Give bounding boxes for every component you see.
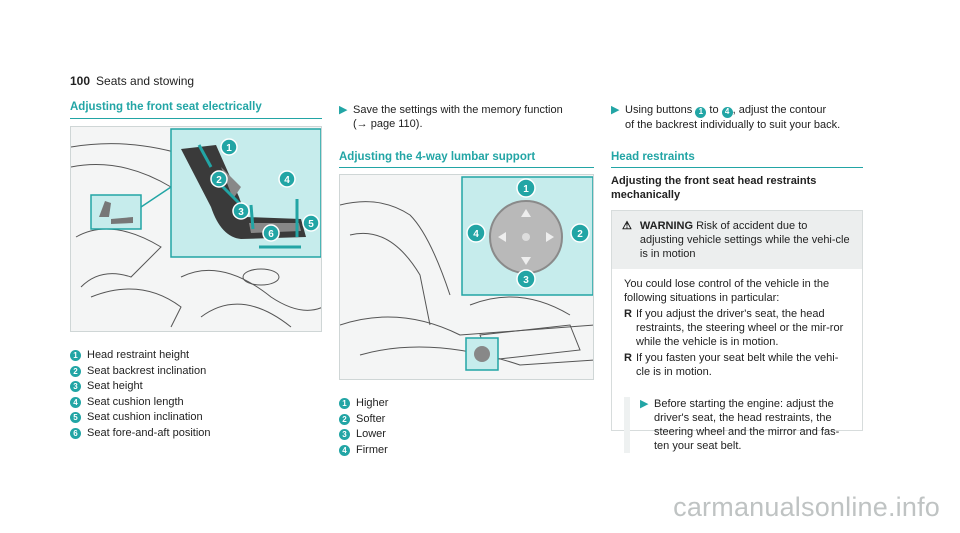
warning-header: ⚠ WARNING Risk of accident due to adjust… <box>612 211 862 269</box>
section-name: Seats and stowing <box>96 74 195 88</box>
memory-step: ▶ Save the settings with the memory func… <box>339 104 563 130</box>
svg-text:6: 6 <box>268 229 274 240</box>
page-header: 100 Seats and stowing <box>70 74 194 88</box>
step-arrow-icon: ▶ <box>339 104 348 116</box>
callout-3: 3 <box>516 269 536 289</box>
title-rule <box>339 167 594 168</box>
callout-4: 4 <box>278 170 296 188</box>
title-rule <box>70 118 322 119</box>
button-ref-4: 4 <box>721 106 733 118</box>
step-arrow-icon: ▶ <box>640 398 649 410</box>
callout-2: 2 <box>570 223 590 243</box>
svg-text:4: 4 <box>284 175 290 186</box>
callout-3: 3 <box>232 202 250 220</box>
warning-body: You could lose control of the vehicle in… <box>612 269 862 461</box>
final-step: ▶ Before starting the engine: adjust the… <box>624 397 852 453</box>
svg-text:1: 1 <box>226 143 232 154</box>
watermark: carmanualsonline.info <box>673 492 940 522</box>
callout-6: 6 <box>262 224 280 242</box>
subsection-title: Adjusting the front seat head restraints… <box>611 175 817 201</box>
svg-text:4: 4 <box>473 229 479 240</box>
section-title-lumbar: Adjusting the 4-way lumbar support <box>339 151 536 163</box>
callout-1: 1 <box>220 138 238 156</box>
warning-label: WARNING <box>639 220 694 232</box>
svg-text:2: 2 <box>216 175 222 186</box>
callout-5: 5 <box>302 214 320 232</box>
button-ref-1: 1 <box>695 106 707 118</box>
seat-adjust-illustration: 1 2 3 4 5 6 <box>71 127 321 331</box>
page-link[interactable]: (→ page 110). <box>353 118 423 130</box>
svg-text:3: 3 <box>523 275 529 286</box>
warning-triangle-icon: ⚠ <box>622 220 632 232</box>
svg-text:5: 5 <box>308 219 314 230</box>
section-title-head-restraints: Head restraints <box>611 151 695 163</box>
section-title-seat-electric: Adjusting the front seat electrically <box>70 101 262 113</box>
step-arrow-icon: ▶ <box>611 104 620 116</box>
lumbar-illustration: 1 2 3 4 <box>340 175 593 379</box>
lumbar-figure: 1 2 3 4 <box>339 174 594 380</box>
svg-text:1: 1 <box>523 184 529 195</box>
title-rule <box>611 167 863 168</box>
svg-text:3: 3 <box>238 207 244 218</box>
contour-step: ▶ Using buttons 1 to 4, adjust the conto… <box>611 104 841 131</box>
callout-4: 4 <box>466 223 486 243</box>
warning-box: ⚠ WARNING Risk of accident due to adjust… <box>611 210 863 453</box>
warning-text: Risk of accident due to adjusting vehicl… <box>639 220 850 260</box>
seat-adjust-figure: 1 2 3 4 5 6 <box>70 126 322 332</box>
callout-1: 1 <box>516 178 536 198</box>
warning-intro: You could lose control of the vehicle in… <box>624 278 830 304</box>
page-number: 100 <box>70 74 91 88</box>
callout-2: 2 <box>210 170 228 188</box>
svg-text:2: 2 <box>577 229 583 240</box>
